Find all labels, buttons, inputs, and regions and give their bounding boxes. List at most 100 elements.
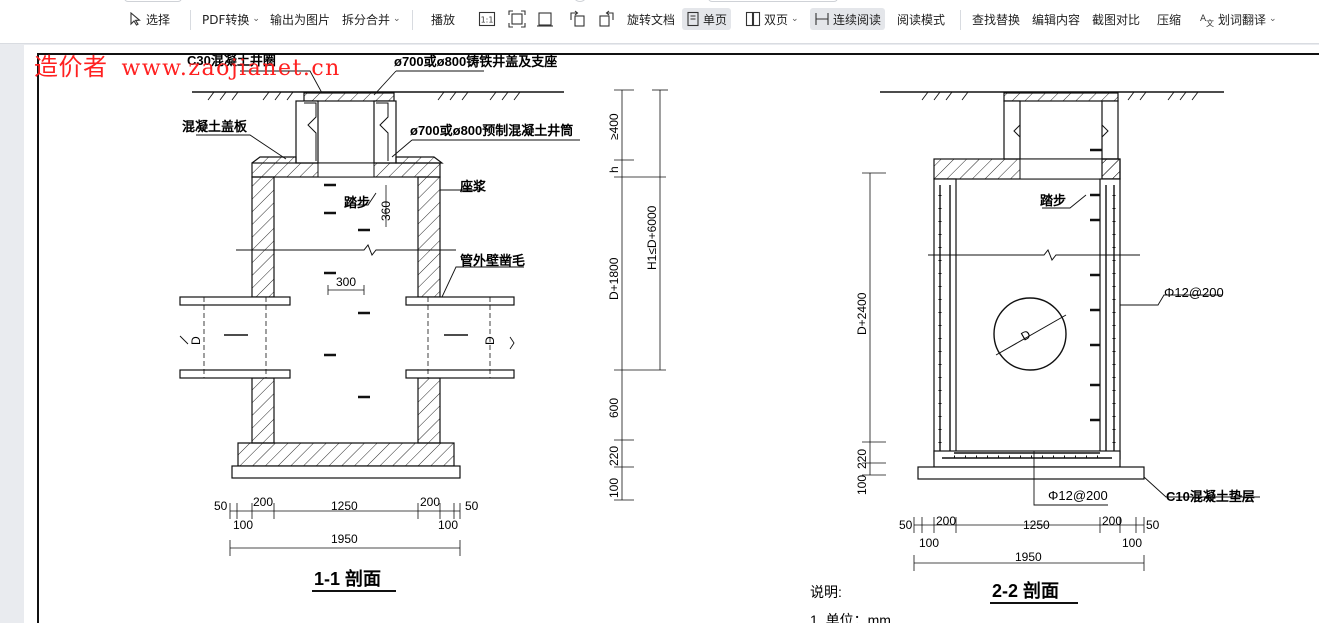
pdf-convert-dropdown[interactable]: PDF转换 ⌄ bbox=[202, 8, 260, 30]
toolbar-overflow-stub bbox=[708, 0, 838, 2]
dim-400: ≥400 bbox=[607, 113, 621, 140]
pipe-right-top bbox=[405, 296, 515, 306]
wall-left-2-2 bbox=[933, 178, 957, 460]
leader-slab bbox=[196, 134, 287, 160]
rotate-left-icon bbox=[570, 10, 585, 27]
cover-opening bbox=[317, 162, 375, 178]
svg-text:A: A bbox=[1200, 14, 1207, 24]
select-tool-button[interactable]: 选择 bbox=[129, 8, 170, 30]
leader-cover bbox=[373, 70, 484, 96]
slab-right-end bbox=[1101, 158, 1121, 180]
chamber-floor bbox=[237, 442, 455, 467]
find-replace-button[interactable]: 查找替换 bbox=[972, 8, 1020, 30]
single-page-button[interactable]: 单页 bbox=[682, 8, 732, 30]
continuous-read-label: 连续阅读 bbox=[833, 12, 882, 27]
cursor-icon bbox=[130, 12, 141, 26]
rotate-left-button[interactable] bbox=[568, 8, 586, 30]
c30-ring-right bbox=[1003, 92, 1119, 102]
dim-h: h bbox=[607, 166, 621, 173]
dim-row-2-2-2 bbox=[913, 555, 1145, 571]
leader-ring bbox=[240, 70, 323, 94]
double-page-label: 双页 bbox=[764, 12, 789, 27]
dim-100-right: 100 bbox=[438, 518, 458, 532]
dim-row-1-2-2 bbox=[913, 517, 1145, 533]
label-precast: ø700或ø800预制混凝土井筒 bbox=[410, 123, 573, 138]
pipe-hidden-lines bbox=[203, 297, 491, 378]
chevron-down-icon: ⌄ bbox=[252, 14, 260, 24]
actual-size-icon: 1:1 bbox=[478, 11, 496, 27]
fit-width-button[interactable] bbox=[536, 8, 554, 30]
chamber-wall-left-upper bbox=[251, 176, 275, 298]
dim-600: 600 bbox=[607, 398, 621, 418]
dim-ticks-2-2 bbox=[862, 172, 886, 476]
actual-size-button[interactable]: 1:1 bbox=[478, 8, 496, 30]
section-1-1: C30混凝土井圈 ø700或ø800铸铁井盖及支座 混凝土盖板 ø700或ø80… bbox=[179, 53, 580, 592]
chevron-down-icon: ⌄ bbox=[791, 14, 799, 24]
dim-row-1 bbox=[229, 503, 461, 519]
dim-360: 360 bbox=[379, 201, 393, 221]
dim-220-right: 220 bbox=[855, 449, 869, 469]
dim-50-right: 50 bbox=[465, 499, 479, 513]
toolbar-divider bbox=[190, 10, 191, 30]
svg-text:文: 文 bbox=[1206, 18, 1214, 27]
label-rebar-1: Φ12@200 bbox=[1164, 285, 1224, 300]
dim-line-300 bbox=[327, 285, 365, 295]
label-slab: 混凝土盖板 bbox=[182, 119, 248, 134]
read-mode-label: 阅读模式 bbox=[897, 12, 946, 27]
split-merge-dropdown[interactable]: 拆分合并 ⌄ bbox=[342, 8, 401, 30]
section-title-1-1: 1-1 剖面 bbox=[314, 568, 381, 589]
dim-220: 220 bbox=[607, 446, 621, 466]
rotate-document-label: 旋转文档 bbox=[627, 12, 676, 27]
vertical-dimensions: ≥400 h H1≤D+6000 D+1800 600 220 100 bbox=[607, 89, 668, 501]
toolbar-overflow-stub bbox=[573, 0, 587, 2]
dim-100-vertical-right: 100 bbox=[855, 475, 869, 495]
dim-1950-2-2: 1950 bbox=[1015, 550, 1042, 564]
rebar-dots bbox=[938, 195, 1116, 445]
ground-hatch bbox=[207, 91, 521, 101]
dim-50-right-2-2: 50 bbox=[1146, 518, 1160, 532]
dim-200-right: 200 bbox=[420, 495, 440, 509]
pipe-left-bottom bbox=[179, 369, 291, 379]
svg-text:1:1: 1:1 bbox=[481, 16, 494, 25]
manhole-drawing: C30混凝土井圈 ø700或ø800铸铁井盖及支座 混凝土盖板 ø700或ø80… bbox=[37, 53, 1319, 623]
dim-100: 100 bbox=[607, 478, 621, 498]
dim-200-left-2-2: 200 bbox=[936, 514, 956, 528]
rotate-document-button[interactable]: 旋转文档 bbox=[627, 8, 675, 30]
floor-rebars bbox=[942, 452, 1112, 459]
double-page-icon bbox=[745, 11, 761, 27]
dim-200-left: 200 bbox=[253, 495, 273, 509]
screenshot-compare-button[interactable]: 截图对比 bbox=[1092, 8, 1140, 30]
pipe-left-top bbox=[179, 296, 291, 306]
edit-content-button[interactable]: 编辑内容 bbox=[1032, 8, 1080, 30]
pipe-diameter-line bbox=[995, 314, 1067, 356]
leader-rough bbox=[441, 266, 524, 298]
pipe-d-right: D bbox=[483, 336, 497, 345]
fit-page-button[interactable] bbox=[508, 8, 526, 30]
leader-precast bbox=[391, 139, 580, 158]
chevron-down-icon: ⌄ bbox=[1269, 14, 1277, 24]
dim-1950: 1950 bbox=[331, 532, 358, 546]
pipe-break-marks bbox=[179, 335, 515, 350]
toolbar-divider bbox=[960, 10, 961, 30]
dim-50-left: 50 bbox=[214, 499, 228, 513]
shaft-profile bbox=[304, 102, 389, 161]
shaft-wall-left-right bbox=[1003, 100, 1021, 160]
dim-100-left: 100 bbox=[233, 518, 253, 532]
shaft-wall-right-right bbox=[1101, 100, 1119, 160]
read-mode-button[interactable]: 阅读模式 bbox=[897, 8, 945, 30]
compress-button[interactable]: 压缩 bbox=[1157, 8, 1181, 30]
compress-label: 压缩 bbox=[1157, 12, 1182, 27]
ground-hatch bbox=[921, 91, 1199, 101]
export-image-button[interactable]: 输出为图片 bbox=[270, 8, 330, 30]
wall-right-2-2 bbox=[1099, 178, 1121, 460]
label-cushion: C10混凝土垫层 bbox=[1166, 489, 1255, 504]
play-button[interactable]: 播放 bbox=[431, 8, 455, 30]
continuous-read-button[interactable]: 连续阅读 bbox=[810, 8, 886, 30]
step-rungs bbox=[324, 183, 370, 399]
double-page-dropdown[interactable]: 双页 ⌄ bbox=[745, 8, 799, 30]
translate-label: 划词翻译 bbox=[1218, 12, 1267, 27]
rotate-right-button[interactable] bbox=[598, 8, 616, 30]
